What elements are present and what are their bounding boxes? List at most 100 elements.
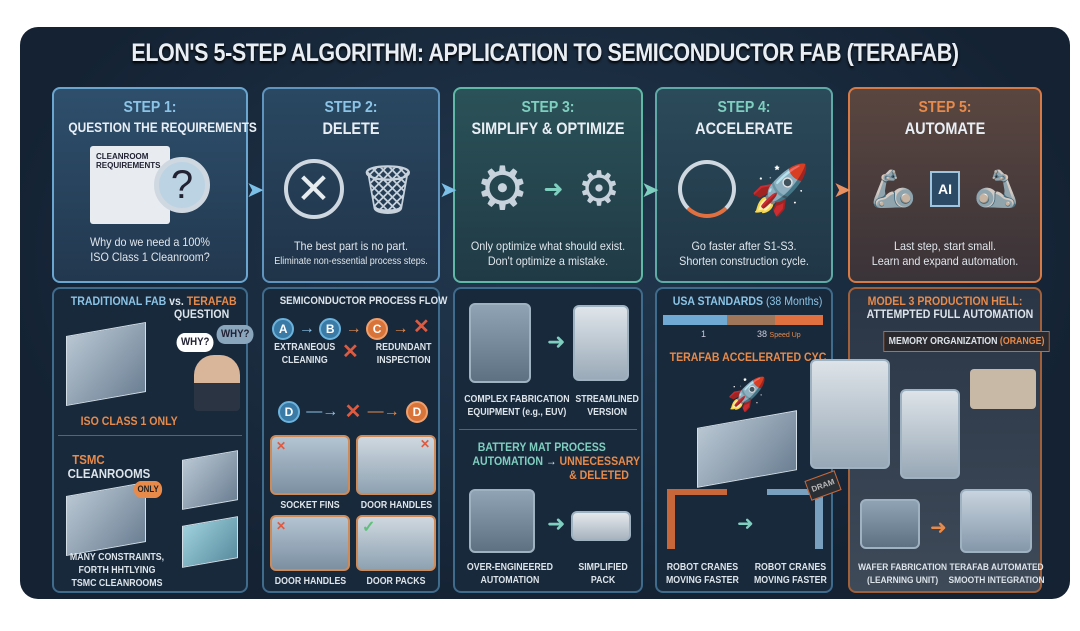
tile-door-handles: ✕ [270,515,350,571]
step-3-card: STEP 3: SIMPLIFY & OPTIMIZE ⚙ ➜ ⚙ Only opt… [453,87,643,283]
cleanroom-illustration [182,516,238,568]
step-number: STEP 1: [123,99,177,116]
robot-arm-icon: 🦾 [871,168,916,209]
timeline-tick: 38 Speed Up [757,329,801,339]
fab-machine-illustration [810,359,890,469]
complex-equipment-illustration [469,303,531,383]
step-desc: Learn and expand automation. [871,254,1019,268]
terafab-cycle-label: TERAFAB ACCELERATED CYC [669,350,827,364]
robot-crane-orange [667,489,727,549]
cleanroom-illustration [182,450,238,510]
deleted-x-icon: ✕ [342,341,359,363]
step-name: ACCELERATE [695,119,793,138]
infographic-title: ELON'S 5-STEP ALGORITHM: APPLICATION TO … [131,39,959,67]
arrow-right-icon: ➜ [547,329,566,354]
flow-node: B [319,318,342,340]
chevron-right-icon: ➤ [833,177,852,202]
person-portrait [194,355,240,411]
rocket-icon: 🚀 [727,376,767,412]
gear-icon: ⚙ [577,163,621,216]
flow-node: C [366,318,389,340]
battery-heading: BATTERY MAT PROCESS [477,440,606,454]
fab-building-illustration [697,410,797,488]
infographic-image: ELON'S 5-STEP ALGORITHM: APPLICATION TO … [20,27,1070,599]
fab-machine-illustration [900,389,960,479]
step-desc: Only optimize what should exist. [470,239,626,253]
arrow-right-icon: ➜ [547,511,566,536]
vs-label: vs. [169,294,184,308]
tile-label: DOOR HANDLES [360,500,433,511]
step-2-card: STEP 2: DELETE ✕ 🗑 The best part is no p… [262,87,440,283]
step-desc: Go faster after S1-S3. [691,239,797,253]
timeline-bar [663,315,823,325]
tile-door-handles: ✕ [356,435,436,495]
step-number: STEP 3: [521,99,575,116]
heading-traditional: TRADITIONAL FAB [70,294,167,308]
trash-icon: 🗑 [357,163,419,217]
gears-icon: ⚙ [475,155,530,222]
wafer-caption: WAFER FABRICATION(LEARNING UNIT) [858,562,948,586]
step-number: STEP 5: [918,99,972,116]
only-badge: ONLY [133,481,163,498]
step-desc: ISO Class 1 Cleanroom? [90,250,210,264]
step-number: STEP 2: [324,99,378,116]
flow-node: A [272,318,295,340]
tsmc-label: CLEANROOMS [67,466,151,481]
automated-integration-illustration [960,489,1032,553]
memory-organization-badge: MEMORY ORGANIZATION (ORANGE) [883,331,1050,352]
tile-door-packs: ✓ [356,515,436,571]
deleted-x-icon: ✕ [344,401,362,423]
model3-heading: ATTEMPTED FULL AUTOMATION [866,307,1034,321]
step-desc: Don't optimize a mistake. [487,254,609,268]
tile-label: SOCKET FINS [280,500,340,511]
usa-standards-label: USA STANDARDS (38 Months) [672,294,823,308]
step-name: SIMPLIFY & OPTIMIZE [471,119,625,138]
step-name: QUESTION THE REQUIREMENTS [68,119,257,135]
arrow-right-icon: ➜ [543,175,564,203]
battery-heading: AUTOMATION → UNNECESSARY [472,454,641,468]
flow-node: D [405,400,428,423]
magnifier-question-icon: ? [154,157,210,213]
step-5-card: STEP 5: AUTOMATE 🦾AI🦾 Last step, start s… [848,87,1042,283]
step-desc: Shorten construction cycle. [679,254,809,268]
step-desc: The best part is no part. [293,239,409,253]
robot-crane-blue [767,489,823,549]
streamlined-equipment-illustration [573,305,629,381]
step-number: STEP 4: [717,99,771,116]
step-1-card: STEP 1: QUESTION THE REQUIREMENTS CLEANR… [52,87,257,283]
arrow-right-icon: ➜ [737,513,754,535]
speedometer-icon [678,160,737,218]
speech-bubble: WHY? [176,333,214,352]
step-desc: Last step, start small. [893,239,997,253]
panel-question: TRADITIONAL FAB vs. TERAFAB QUESTION WHY… [52,287,254,593]
over-engineered-illustration [469,489,535,553]
timeline-tick: 1 [701,329,707,339]
model3-heading: MODEL 3 PRODUCTION HELL: [867,294,1023,308]
chevron-right-icon: ➤ [641,177,660,202]
workers-workstation-illustration [970,369,1036,409]
step-name: DELETE [322,119,380,138]
chevron-right-icon: ➤ [246,177,265,202]
process-flow: A → B → C → ✕ [270,314,432,340]
x-circle-icon: ✕ [283,159,344,219]
tile-label: DOOR PACKS [366,576,426,587]
battery-heading: & DELETED [569,468,629,482]
ai-chip-icon: AI [930,171,960,207]
robot-arm-icon: 🦾 [974,168,1019,209]
cleanroom-illustration [66,321,146,407]
step-4-card: STEP 4: ACCELERATE 🚀 Go faster after S1-… [655,87,833,283]
iso-label: ISO CLASS 1 ONLY [80,414,178,428]
simplified-pack-illustration [571,511,631,541]
step-desc: Why do we need a 100% [89,235,211,249]
panel-accelerate: USA STANDARDS (38 Months) 1 38 Speed Up … [655,287,842,593]
deleted-x-icon: ✕ [412,316,430,338]
